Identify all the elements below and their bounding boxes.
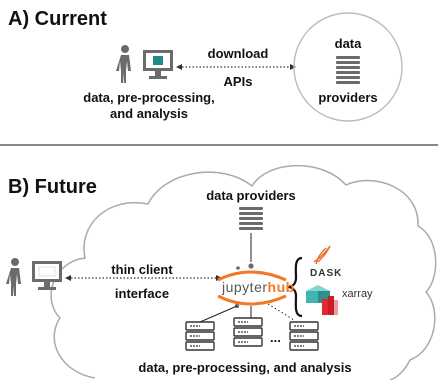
person-icon: [6, 258, 21, 296]
section-a-title: A) Current: [8, 8, 107, 30]
curly-brace: [287, 256, 303, 318]
dask-label: DASK: [310, 268, 343, 279]
person-icon: [116, 45, 131, 83]
section-b-title: B) Future: [8, 176, 97, 198]
storage-stack-icon: [336, 56, 360, 84]
server-rack-icon: [185, 321, 215, 351]
analysis-caption-line1: data, pre-processing,: [83, 90, 215, 105]
server-rack-icon: [233, 317, 263, 347]
xarray-cubes-icon: [306, 285, 338, 315]
thin-client-label-line1: thin client: [111, 262, 173, 277]
storage-stack-icon: [239, 207, 263, 230]
ellipsis-label: ...: [270, 330, 281, 345]
circle-data-label: data: [334, 36, 362, 51]
download-api-arrow: [176, 64, 296, 70]
server-connectors: [199, 303, 295, 323]
data-providers-label: data providers: [206, 188, 296, 203]
monitor-icon: [143, 50, 173, 79]
thin-client-label-line2: interface: [114, 286, 170, 301]
download-label: download: [207, 46, 269, 61]
data-providers-circle: [293, 12, 403, 122]
dask-flame-icon: [313, 245, 331, 265]
server-rack-icon: [289, 321, 319, 351]
jupyterhub-logo: [217, 263, 287, 309]
xarray-label: xarray: [342, 288, 373, 300]
circle-providers-label: providers: [318, 90, 378, 105]
jupyterhub-suffix: hub: [267, 279, 295, 295]
analysis-caption-line2: and analysis: [109, 106, 189, 121]
apis-label: APIs: [223, 74, 253, 89]
jupyterhub-wordmark: jupyterhub: [222, 279, 295, 295]
future-analysis-caption: data, pre-processing, and analysis: [138, 360, 352, 375]
jupyterhub-prefix: jupyter: [222, 279, 268, 295]
monitor-icon: [32, 261, 62, 290]
